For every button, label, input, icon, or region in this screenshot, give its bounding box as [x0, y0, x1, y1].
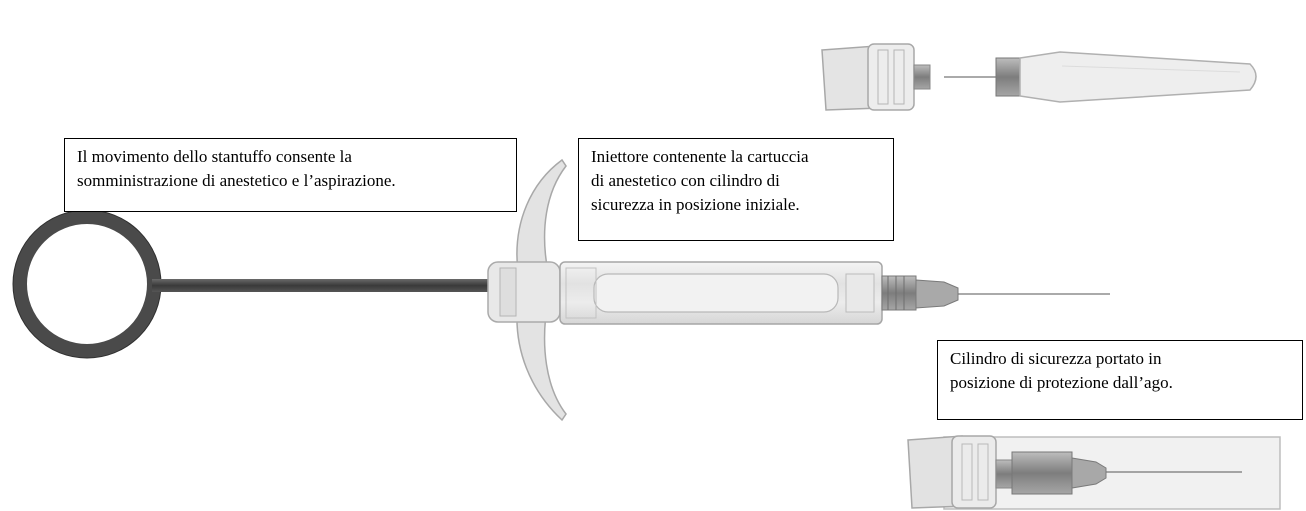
- anesthetic-cartridge: [593, 273, 839, 313]
- needle-cap: [1019, 51, 1257, 103]
- callout-injector: Iniettore contenente la cartuccia di ane…: [578, 138, 894, 241]
- needle-hub-bottom: [1011, 451, 1073, 495]
- hub-collar: [867, 43, 915, 111]
- needle-hub-mounted: [881, 275, 917, 311]
- syringe-main: [12, 158, 1110, 422]
- threaded-tip: [913, 64, 931, 90]
- callout-safety-cylinder-line1: Cilindro di sicurezza portato in: [950, 349, 1162, 368]
- safety-cylinder-protected: [907, 435, 1281, 510]
- callout-injector-line2: di anestetico con cilindro di: [591, 171, 780, 190]
- callout-plunger-line2: somministrazione di anestetico e l’aspir…: [77, 171, 396, 190]
- thumb-ring: [13, 210, 161, 358]
- callout-plunger: Il movimento dello stantuffo consente la…: [64, 138, 517, 212]
- syringe-head: [487, 261, 561, 323]
- callout-safety-cylinder: Cilindro di sicurezza portato in posizio…: [937, 340, 1303, 420]
- plunger-rod: [152, 279, 490, 292]
- callout-injector-line3: sicurezza in posizione iniziale.: [591, 195, 800, 214]
- callout-safety-cylinder-line2: posizione di protezione dall’ago.: [950, 373, 1173, 392]
- callout-plunger-line1: Il movimento dello stantuffo consente la: [77, 147, 352, 166]
- callout-injector-line1: Iniettore contenente la cartuccia: [591, 147, 809, 166]
- needle-assembly-separated: [821, 43, 1257, 111]
- finger-flange: [516, 158, 567, 273]
